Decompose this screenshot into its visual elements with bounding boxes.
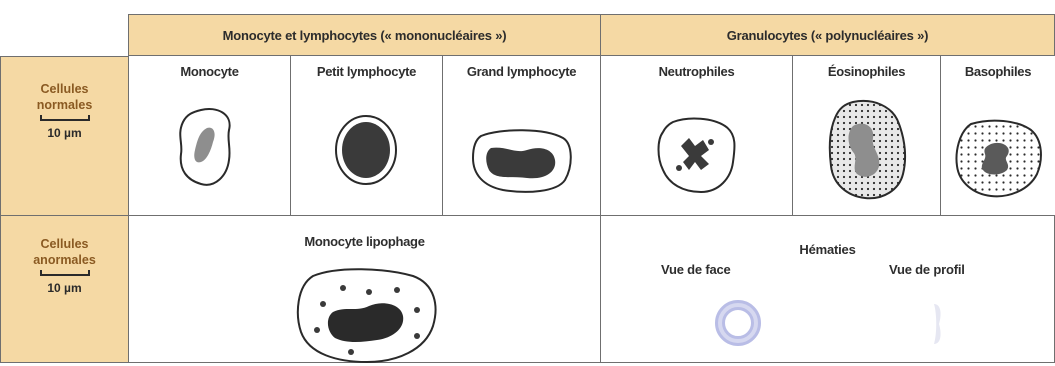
cell-small-lymphocyte-title: Petit lymphocyte <box>291 64 442 79</box>
hematies-title: Hématies <box>601 242 1054 257</box>
face-view-label: Vue de face <box>661 262 731 277</box>
header-granulocytes-label: Granulocytes (« polynucléaires ») <box>601 15 1054 55</box>
header-mononuclear: Monocyte et lymphocytes (« mononucléaire… <box>128 14 600 56</box>
row-label-abnormal: Cellules anormales 10 µm <box>0 216 128 363</box>
scale-label: 10 µm <box>1 125 128 141</box>
cell-monocyte-title: Monocyte <box>129 64 290 79</box>
cell-basophil: Basophiles <box>940 56 1055 216</box>
monocyte-icon <box>171 104 251 194</box>
scale-bar <box>40 115 90 121</box>
profile-view-label: Vue de profil <box>889 262 965 277</box>
cell-basophil-title: Basophiles <box>941 64 1055 79</box>
row-abnormal-line1: Cellules <box>1 236 128 252</box>
cell-large-lymphocyte: Grand lymphocyte <box>442 56 600 216</box>
cell-lipophage-title: Monocyte lipophage <box>129 234 600 249</box>
small-lymphocyte-icon <box>331 110 401 190</box>
row-normal-line1: Cellules <box>1 81 128 97</box>
rbc-face-icon <box>715 300 761 346</box>
header-mononuclear-label: Monocyte et lymphocytes (« mononucléaire… <box>129 15 600 55</box>
row-normal-line2: normales <box>1 97 128 113</box>
lipophage-monocyte-icon <box>293 266 443 366</box>
cell-large-lymphocyte-title: Grand lymphocyte <box>443 64 600 79</box>
neutrophil-icon <box>653 112 743 202</box>
large-lymphocyte-icon <box>467 126 577 196</box>
basophil-icon <box>951 116 1047 200</box>
scale-bar <box>40 270 90 276</box>
cell-small-lymphocyte: Petit lymphocyte <box>290 56 442 216</box>
header-granulocytes: Granulocytes (« polynucléaires ») <box>600 14 1055 56</box>
cell-neutrophil-title: Neutrophiles <box>601 64 792 79</box>
cell-hematies: Hématies Vue de face Vue de profil <box>600 216 1055 363</box>
cell-neutrophil: Neutrophiles <box>600 56 792 216</box>
scale-label: 10 µm <box>1 280 128 296</box>
row-label-normal: Cellules normales 10 µm <box>0 56 128 216</box>
eosinophil-icon <box>823 96 913 206</box>
cell-eosinophil: Éosinophiles <box>792 56 940 216</box>
rbc-profile-icon <box>931 302 945 346</box>
cell-lipophage-monocyte: Monocyte lipophage <box>128 216 600 363</box>
cell-monocyte: Monocyte <box>128 56 290 216</box>
row-abnormal-line2: anormales <box>1 252 128 268</box>
cell-eosinophil-title: Éosinophiles <box>793 64 940 79</box>
